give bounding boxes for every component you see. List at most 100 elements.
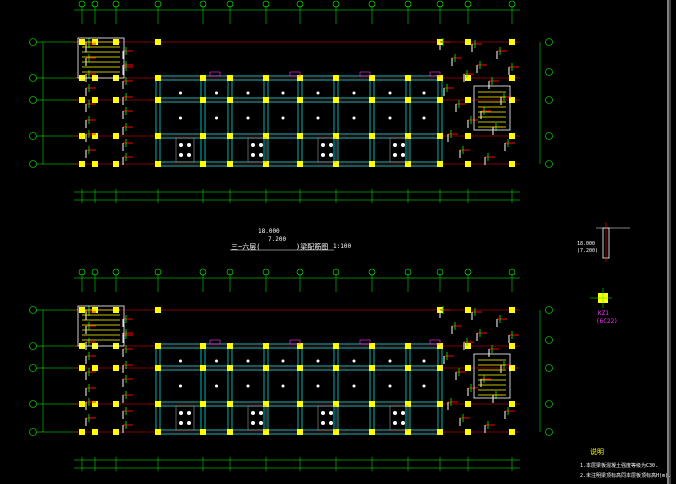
slab-marker [422, 384, 426, 388]
column [369, 401, 375, 407]
column [92, 365, 98, 371]
slab-marker [329, 143, 333, 147]
row-axis-bubble [545, 96, 553, 104]
beam-tag [359, 339, 371, 345]
bay-box [389, 137, 409, 163]
column [227, 429, 233, 435]
axis-bubble [368, 268, 376, 276]
slab-marker [259, 143, 263, 147]
column [200, 429, 206, 435]
slab-marker [422, 116, 426, 120]
column [333, 365, 339, 371]
slab-marker [393, 143, 397, 147]
axis-bubble [332, 0, 340, 8]
beam-tag [289, 339, 301, 345]
detail-elev-b: (7.200) [577, 248, 599, 254]
axis-bubble [436, 0, 444, 8]
row-axis-bubble [545, 132, 553, 140]
bay-box [317, 137, 337, 163]
slab-marker [329, 153, 333, 157]
column [113, 365, 119, 371]
column [369, 75, 375, 81]
column [465, 161, 471, 167]
column [297, 133, 303, 139]
axis-bubble [199, 268, 207, 276]
column [297, 429, 303, 435]
slab-marker [393, 411, 397, 415]
column [369, 97, 375, 103]
slab-marker [388, 91, 392, 95]
column [465, 75, 471, 81]
column [437, 133, 443, 139]
column [113, 161, 119, 167]
column [465, 307, 471, 313]
axis-bubble [91, 0, 99, 8]
column [465, 39, 471, 45]
column [333, 343, 339, 349]
column [92, 97, 98, 103]
row-axis-bubble [29, 364, 37, 372]
row-axis-bubble [29, 306, 37, 314]
slab-marker [422, 91, 426, 95]
column [509, 75, 515, 81]
column [263, 401, 269, 407]
row-axis-bubble [545, 336, 553, 344]
slab-marker [321, 143, 325, 147]
axis-bubble [508, 268, 516, 276]
axis-bubble [226, 0, 234, 8]
column [263, 429, 269, 435]
column [155, 401, 161, 407]
bay-box [389, 405, 409, 431]
slab-marker [329, 421, 333, 425]
row-axis-bubble [545, 160, 553, 168]
column [465, 401, 471, 407]
slab-marker [259, 411, 263, 415]
slab-marker [179, 91, 182, 95]
beam-tag [429, 339, 441, 345]
column [200, 161, 206, 167]
column [227, 365, 233, 371]
column-code-label: KZ1 [598, 310, 609, 317]
side-details [230, 0, 671, 484]
stair-outline [77, 37, 125, 79]
slab-marker [259, 153, 263, 157]
column [263, 133, 269, 139]
column [79, 97, 85, 103]
row-axis-bubble [29, 342, 37, 350]
column [333, 161, 339, 167]
stair-outline [77, 305, 125, 347]
column [113, 133, 119, 139]
column [227, 75, 233, 81]
column [200, 365, 206, 371]
slab-marker [316, 116, 320, 120]
column [155, 39, 161, 45]
axis-bubble [332, 268, 340, 276]
slab-marker [329, 411, 333, 415]
slab-marker [388, 359, 392, 363]
column [509, 343, 515, 349]
plan-elevation-top: 18.000 [258, 228, 280, 235]
column [155, 161, 161, 167]
column [263, 97, 269, 103]
axis-bubble [404, 0, 412, 8]
slab-marker [321, 411, 325, 415]
column [405, 429, 411, 435]
axis-bubble [199, 0, 207, 8]
slab-marker [316, 91, 320, 95]
slab-marker [179, 143, 183, 147]
column [200, 401, 206, 407]
column [227, 343, 233, 349]
column [509, 97, 515, 103]
column [79, 161, 85, 167]
column [155, 133, 161, 139]
column [79, 365, 85, 371]
slab-marker [393, 153, 397, 157]
column [437, 161, 443, 167]
axis-bubble [404, 268, 412, 276]
slab-marker [187, 153, 191, 157]
axis-bubble [112, 0, 120, 8]
column [227, 401, 233, 407]
column [369, 161, 375, 167]
axis-bubble [112, 268, 120, 276]
row-axis-bubble [29, 428, 37, 436]
